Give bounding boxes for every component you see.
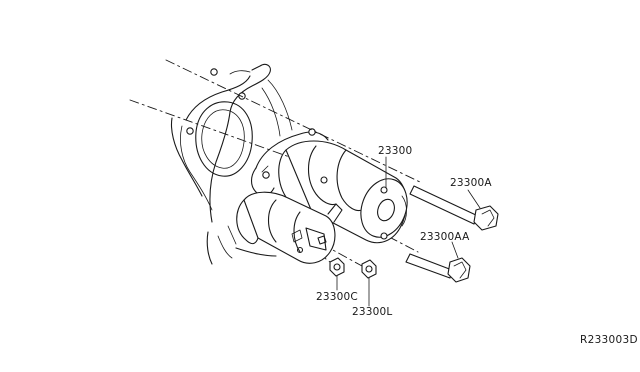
- bolt-23300a: [409, 185, 499, 231]
- housing-hole-top: [210, 68, 218, 76]
- flange-hole-top: [308, 128, 316, 136]
- callout-bolt-aa: 23300AA: [420, 231, 470, 243]
- callout-nut-l: 23300L: [352, 306, 392, 318]
- starter-motor: [236, 140, 408, 264]
- end-hole-bottom: [380, 232, 388, 240]
- leader-bolt-aa: [451, 241, 459, 259]
- body-hole: [320, 176, 328, 184]
- housing-hole-left: [186, 127, 194, 135]
- callout-nut-c: 23300C: [316, 291, 358, 303]
- terminal-lead: [327, 203, 343, 223]
- mounting-holes: [186, 68, 316, 179]
- callout-bolt-a: 23300A: [450, 177, 492, 189]
- callout-starter: 23300: [378, 145, 412, 157]
- leader-lines: [336, 156, 481, 307]
- nut-23300c: [329, 257, 345, 277]
- gear-housing-face: [360, 178, 408, 238]
- leader-bolt-a: [467, 189, 481, 209]
- housing-axis: [129, 99, 299, 161]
- end-hole-top: [380, 186, 388, 194]
- bolt-23300aa: [405, 253, 471, 283]
- flange-hole-bottom: [262, 171, 270, 179]
- terminal-block: [305, 227, 327, 251]
- pinion-bore: [377, 198, 395, 222]
- upper-bolt-axis: [165, 59, 421, 183]
- nut-23300l: [361, 259, 377, 279]
- housing-hole-mid: [238, 92, 246, 100]
- reference-code: R233003D: [580, 334, 638, 346]
